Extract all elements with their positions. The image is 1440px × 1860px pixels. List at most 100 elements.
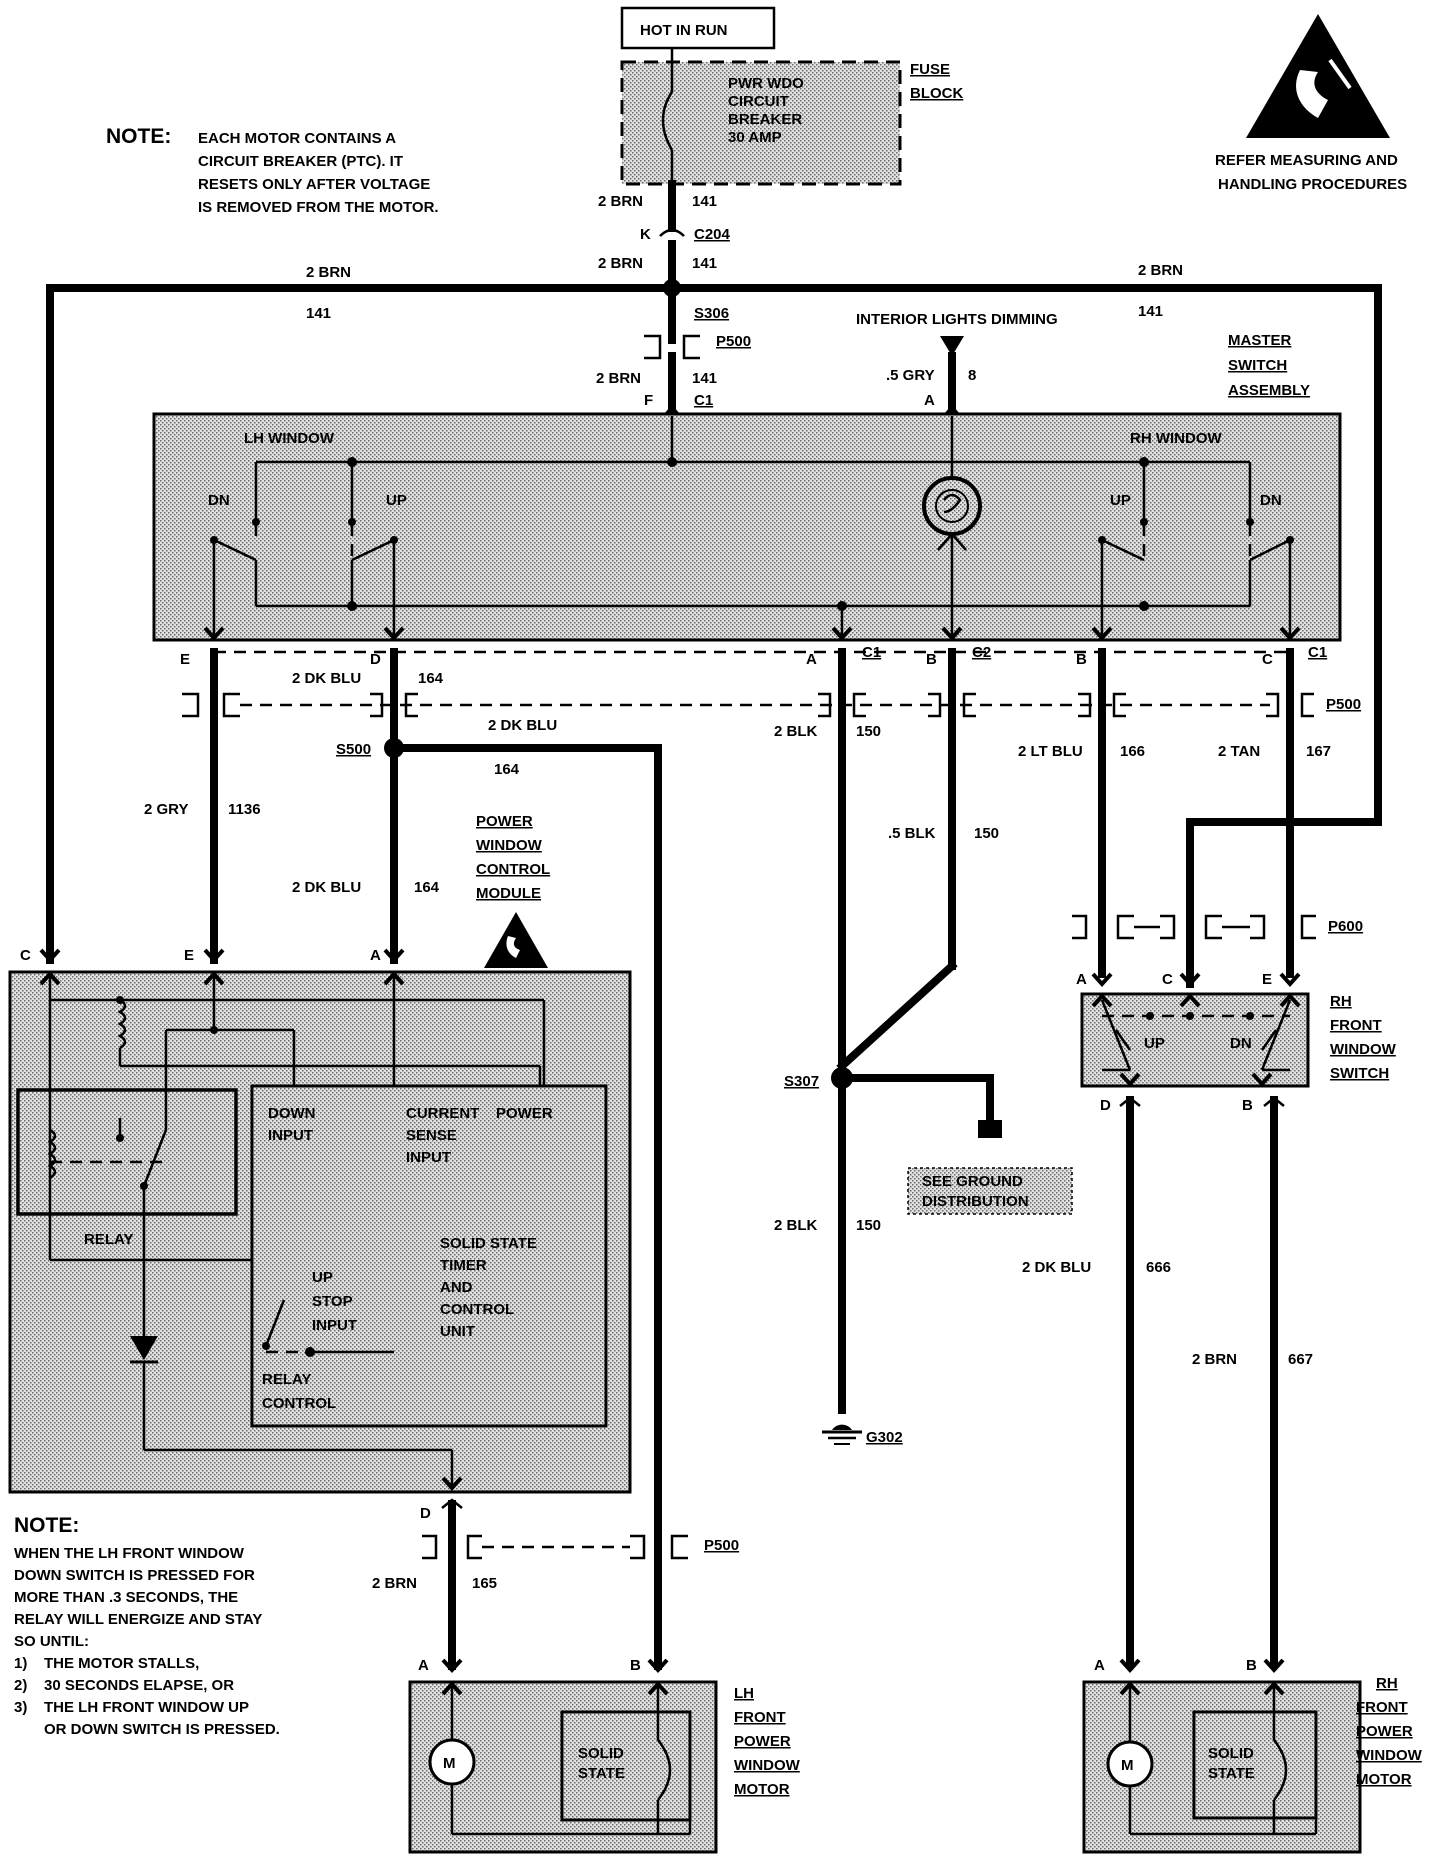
rh-motor-m: M <box>1121 1757 1134 1774</box>
solid-state-label-2: TIMER <box>440 1257 487 1274</box>
fuse-block-label-2: BLOCK <box>910 85 963 102</box>
bottom-note-line-1: WHEN THE LH FRONT WINDOW <box>14 1545 245 1562</box>
wires-from-master <box>210 648 1294 1670</box>
splice-s306: S306 <box>694 305 729 322</box>
pin-a-rh-motor: A <box>1094 1657 1105 1674</box>
breaker-label-3: BREAKER <box>728 111 802 128</box>
connector-p500-row <box>182 692 1314 718</box>
bottom-note-line-3: MORE THAN .3 SECONDS, THE <box>14 1589 238 1606</box>
bottom-note-item-1: THE MOTOR STALLS, <box>44 1655 199 1672</box>
pin-b-lh-motor: B <box>630 1657 641 1674</box>
rh-switch-title-2: FRONT <box>1330 1017 1382 1034</box>
power-window-control-module: RELAY DOWN INPUT CURRENT POWER SENSE INP… <box>8 970 632 1494</box>
pin-b-rh-motor: B <box>1246 1657 1257 1674</box>
connector-p500-label-top: P500 <box>716 333 751 350</box>
power-label: POWER <box>496 1105 553 1122</box>
wire-label-141-a: 141 <box>692 193 717 210</box>
wire-label-2blk-a: 2 BLK <box>774 723 818 740</box>
wire-label-141-left: 141 <box>306 305 331 322</box>
rh-switch-title-3: WINDOW <box>1330 1041 1397 1058</box>
wire-label-2dkblu-a: 2 DK BLU <box>292 670 361 687</box>
wire-label-667: 667 <box>1288 1351 1313 1368</box>
wire-label-165: 165 <box>472 1575 497 1592</box>
lh-motor-solid-1: SOLID <box>578 1745 624 1762</box>
pin-e-c1: E <box>180 651 190 668</box>
splice-s500: S500 <box>336 741 371 758</box>
rh-motor-solid-1: SOLID <box>1208 1745 1254 1762</box>
wire-141-feed <box>46 180 1382 964</box>
solid-state-label-3: AND <box>440 1279 473 1296</box>
up-stop-label-2: STOP <box>312 1293 353 1310</box>
master-switch-title-3: ASSEMBLY <box>1228 382 1310 399</box>
down-input-label-2: INPUT <box>268 1127 313 1144</box>
down-input-label-1: DOWN <box>268 1105 316 1122</box>
wire-label-2dkblu-rh: 2 DK BLU <box>1022 1259 1091 1276</box>
lh-motor-solid-2: STATE <box>578 1765 625 1782</box>
breaker-label-1: PWR WDO <box>728 75 804 92</box>
bottom-note-title: NOTE: <box>14 1514 79 1537</box>
connector-c1-top: C1 <box>694 392 713 409</box>
rh-window-label: RH WINDOW <box>1130 430 1222 447</box>
module-esd-icon <box>484 912 548 968</box>
up-stop-label-3: INPUT <box>312 1317 357 1334</box>
wire-label-150-a: 150 <box>856 723 881 740</box>
connector-c1-mid: C1 <box>862 644 881 661</box>
module-title-3: CONTROL <box>476 861 550 878</box>
up-stop-label-1: UP <box>312 1269 333 1286</box>
bottom-note-line-2: DOWN SWITCH IS PRESSED FOR <box>14 1567 255 1584</box>
pin-e-rh-switch: E <box>1262 971 1272 988</box>
solid-state-label-4: CONTROL <box>440 1301 514 1318</box>
wire-label-2dkblu-c: 2 DK BLU <box>292 879 361 896</box>
wire-label-8: 8 <box>968 367 976 384</box>
breaker-icon <box>661 91 674 151</box>
top-note-line-3: RESETS ONLY AFTER VOLTAGE <box>198 176 430 193</box>
wire-label-2brn-left: 2 BRN <box>306 264 351 281</box>
pin-k: K <box>640 226 651 243</box>
wire-label-150-c: 150 <box>856 1217 881 1234</box>
pin-b-c1: B <box>1076 651 1087 668</box>
rh-switch-dn-label: DN <box>1230 1035 1252 1052</box>
rh-motor-solid-2: STATE <box>1208 1765 1255 1782</box>
pin-a-lh-motor: A <box>418 1657 429 1674</box>
wire-label-164-b: 164 <box>494 761 520 778</box>
rh-switch-up-label: UP <box>1144 1035 1165 1052</box>
rh-motor-title-4: WINDOW <box>1356 1747 1423 1764</box>
module-title-1: POWER <box>476 813 533 830</box>
wire-label-666: 666 <box>1146 1259 1171 1276</box>
lh-window-label: LH WINDOW <box>244 430 335 447</box>
interior-lights-dimming-label: INTERIOR LIGHTS DIMMING <box>856 311 1058 328</box>
dimming-arrow-icon <box>940 336 964 356</box>
connector-p600-row <box>1072 914 1316 940</box>
pin-b-rh-switch: B <box>1242 1097 1253 1114</box>
solid-state-label-1: SOLID STATE <box>440 1235 537 1252</box>
top-note-title: NOTE: <box>106 125 171 148</box>
see-ground-label-2: DISTRIBUTION <box>922 1193 1029 1210</box>
wire-label-164-c: 164 <box>414 879 440 896</box>
connector-p500-label-row: P500 <box>1326 696 1361 713</box>
wire-label-2brn-right: 2 BRN <box>1138 262 1183 279</box>
diode-icon <box>130 1336 158 1360</box>
bottom-note-item-3-cont: OR DOWN SWITCH IS PRESSED. <box>44 1721 280 1738</box>
wire-label-167: 167 <box>1306 743 1331 760</box>
top-note-line-4: IS REMOVED FROM THE MOTOR. <box>198 199 439 216</box>
current-sense-label-3: INPUT <box>406 1149 451 1166</box>
wire-label-2tan: 2 TAN <box>1218 743 1260 760</box>
wire-label-141-b: 141 <box>692 255 717 272</box>
bottom-note-item-3: THE LH FRONT WINDOW UP <box>44 1699 249 1716</box>
lh-motor-title-2: FRONT <box>734 1709 786 1726</box>
breaker-label-2: CIRCUIT <box>728 93 789 110</box>
wire-label-150-b: 150 <box>974 825 999 842</box>
pin-a-dimming: A <box>924 392 935 409</box>
relay-label: RELAY <box>84 1231 133 1248</box>
pin-d-c1: D <box>370 651 381 668</box>
pin-a-rh-switch: A <box>1076 971 1087 988</box>
rh-motor-title-5: MOTOR <box>1356 1771 1412 1788</box>
wire-label-141-right: 141 <box>1138 303 1163 320</box>
solid-state-label-5: UNIT <box>440 1323 475 1340</box>
wire-label-164-a: 164 <box>418 670 444 687</box>
connector-c2: C2 <box>972 644 991 661</box>
fuse-block-label-1: FUSE <box>910 61 950 78</box>
bottom-note-line-4: RELAY WILL ENERGIZE AND STAY <box>14 1611 262 1628</box>
coil-icon-top <box>117 998 127 1050</box>
